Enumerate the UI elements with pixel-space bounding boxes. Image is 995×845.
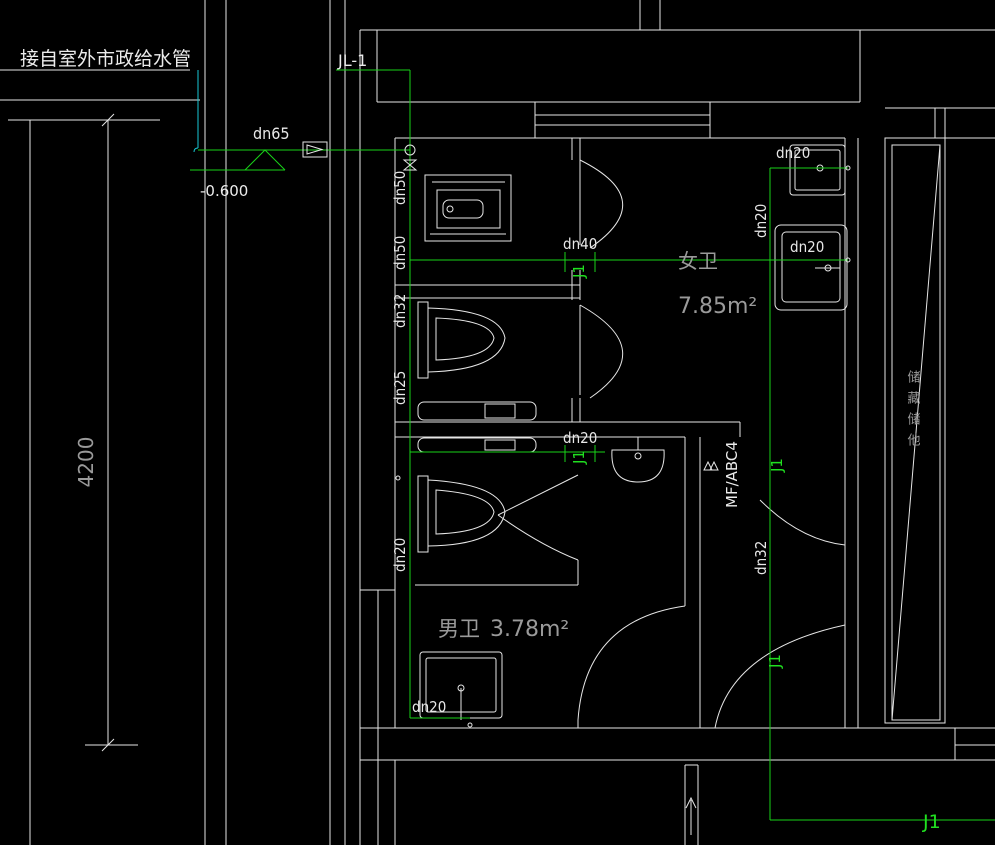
j1-marker-c: J1 [768, 458, 786, 473]
room-women-area: 7.85m² [678, 294, 757, 319]
pipe-label-basin-20: dn20 [412, 698, 446, 716]
left-reference-lines [0, 0, 346, 845]
pipe-label-riser-32: dn32 [391, 294, 409, 328]
top-structure [359, 0, 995, 845]
room-women-name: 女卫 [678, 249, 718, 273]
pipe-label-vert-32-right: dn32 [752, 541, 770, 575]
women-toilet [417, 301, 506, 379]
women-sink-bottom [774, 224, 848, 311]
j1-marker-a: J1 [570, 264, 588, 279]
pipe-label-women-vert-20: dn20 [752, 204, 770, 238]
pipe-label-women-top-20: dn20 [776, 144, 810, 162]
pipe-label-main: dn65 [253, 124, 290, 143]
room-men-name: 男卫 [438, 617, 480, 641]
pipe-label-women-sink-20: dn20 [790, 238, 824, 256]
extinguisher-label: MF/ABC4 [723, 441, 741, 508]
source-label: 接自室外市政给水管 [20, 48, 191, 70]
riser-label: JL-1 [337, 51, 367, 70]
room-men-area: 3.78m² [490, 617, 569, 642]
dimension-text: 4200 [74, 437, 98, 488]
pipe-label-branch-40: dn40 [563, 235, 597, 253]
extinguisher-icon [703, 460, 719, 471]
dimension-line [85, 113, 138, 752]
urinal [611, 437, 665, 483]
pipe-label-riser-top: dn50 [391, 171, 409, 205]
doors [497, 159, 846, 729]
pipe-label-branch-20-mid: dn20 [563, 429, 597, 447]
pipe-label-riser-25: dn25 [391, 371, 409, 405]
supply-main [190, 70, 410, 171]
men-toilet [417, 475, 506, 553]
storage-cabinet [884, 137, 995, 724]
arrow-icon [685, 796, 697, 835]
grab-bar [417, 401, 537, 453]
water-meter-icon [302, 141, 328, 158]
storage-label: 储藏储他 [905, 370, 921, 454]
pipe-label-riser-20-low: dn20 [391, 538, 409, 572]
branch-pipes [395, 165, 995, 821]
elevation-label: -0.600 [200, 182, 248, 200]
j1-marker-b: J1 [570, 450, 588, 465]
pipe-label-riser-mid: dn50 [391, 236, 409, 270]
j1-breaks [564, 252, 596, 462]
squat-toilet [424, 174, 512, 242]
j1-marker-d: J1 [766, 654, 784, 669]
walls [360, 138, 995, 845]
riser-jl1 [336, 69, 470, 719]
j1-marker-e: J1 [922, 811, 941, 833]
